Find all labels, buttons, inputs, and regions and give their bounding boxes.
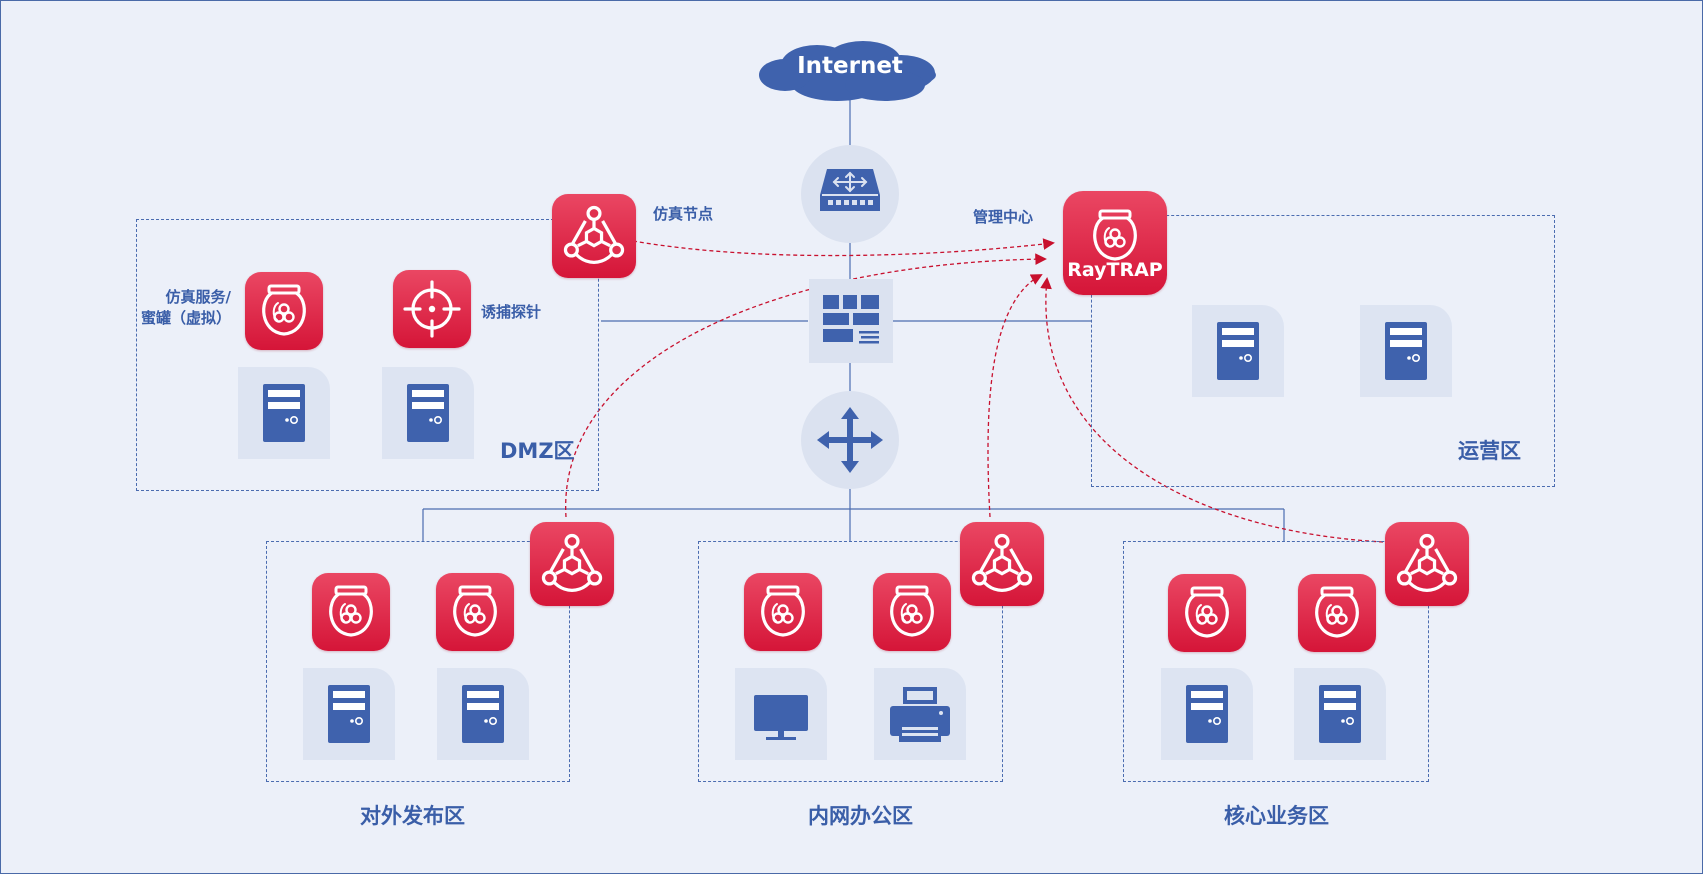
office-printer	[874, 668, 966, 760]
honeypot-icon	[1168, 574, 1246, 652]
sim-node-office	[960, 522, 1044, 606]
dmz-server-2	[382, 367, 474, 459]
honeypot-icon	[873, 573, 951, 651]
lure-probe-label: 诱捕探针	[481, 303, 542, 321]
sim-node-icon	[552, 194, 636, 278]
server-icon	[1192, 305, 1284, 397]
cloud-icon	[759, 41, 936, 101]
sim-node-dmz	[552, 194, 636, 278]
internet-cloud: Internet	[755, 39, 945, 105]
server-icon	[437, 668, 529, 760]
sim-node-core	[1385, 522, 1469, 606]
server-icon	[382, 367, 474, 459]
zone-publish	[266, 541, 570, 782]
core-server-1	[1161, 668, 1253, 760]
server-icon	[1360, 305, 1452, 397]
core-server-2	[1294, 668, 1386, 760]
monitor-icon	[735, 668, 827, 760]
honeypot-icon	[1298, 574, 1376, 652]
server-icon	[1161, 668, 1253, 760]
trap-link-dmz	[632, 238, 1055, 257]
zone-office-label: 内网办公区	[808, 804, 913, 828]
router	[801, 145, 899, 243]
sim-node-publish	[530, 522, 614, 606]
honeypot-publish-2	[436, 573, 514, 651]
sim-service-label: 仿真服务/ 蜜罐（虚拟）	[141, 288, 232, 327]
trap-link-office	[987, 274, 1043, 518]
trap-link-core	[1040, 277, 1384, 543]
honeypot-office-1	[744, 573, 822, 651]
zone-publish-label: 对外发布区	[360, 804, 465, 828]
ops-server-1	[1192, 305, 1284, 397]
honeypot-icon	[312, 573, 390, 651]
server-icon	[303, 668, 395, 760]
lure-probe	[393, 270, 471, 348]
raytrap-label: RayTRAP	[1067, 259, 1163, 281]
printer-icon	[874, 668, 966, 760]
zone-dmz	[136, 219, 599, 491]
zone-ops-label: 运营区	[1458, 439, 1521, 463]
server-icon	[238, 367, 330, 459]
firewall-icon	[823, 295, 879, 344]
honeypot-icon	[436, 573, 514, 651]
honeypot-publish-1	[312, 573, 390, 651]
firewall	[809, 279, 893, 363]
router-icon	[820, 169, 880, 211]
server-icon	[1294, 668, 1386, 760]
zone-dmz-label: DMZ区	[500, 439, 575, 463]
dmz-server-1	[238, 367, 330, 459]
switch-icon	[817, 407, 883, 473]
mgmt-center-label: 管理中心	[973, 208, 1034, 226]
sim-node-icon	[530, 522, 614, 606]
sim-node-icon	[1385, 522, 1469, 606]
zone-ops	[1091, 215, 1555, 487]
honeypot-core-1	[1168, 574, 1246, 652]
honeypot-office-2	[873, 573, 951, 651]
publish-server-2	[437, 668, 529, 760]
zone-core-label: 核心业务区	[1224, 804, 1329, 828]
office-monitor	[735, 668, 827, 760]
internet-label: Internet	[797, 53, 903, 79]
probe-icon	[393, 270, 471, 348]
sim-node-label: 仿真节点	[653, 205, 714, 223]
ops-server-2	[1360, 305, 1452, 397]
honeypot-icon	[744, 573, 822, 651]
raytrap-mgmt-center: RayTRAP	[1063, 191, 1167, 295]
sim-node-icon	[960, 522, 1044, 606]
publish-server-1	[303, 668, 395, 760]
honeypot-core-2	[1298, 574, 1376, 652]
zone-core	[1123, 541, 1429, 782]
core-switch	[801, 391, 899, 489]
trap-link-publish	[565, 253, 1047, 518]
zone-office	[698, 541, 1003, 782]
honeypot-icon	[245, 272, 323, 350]
honeypot-dmz	[245, 272, 323, 350]
